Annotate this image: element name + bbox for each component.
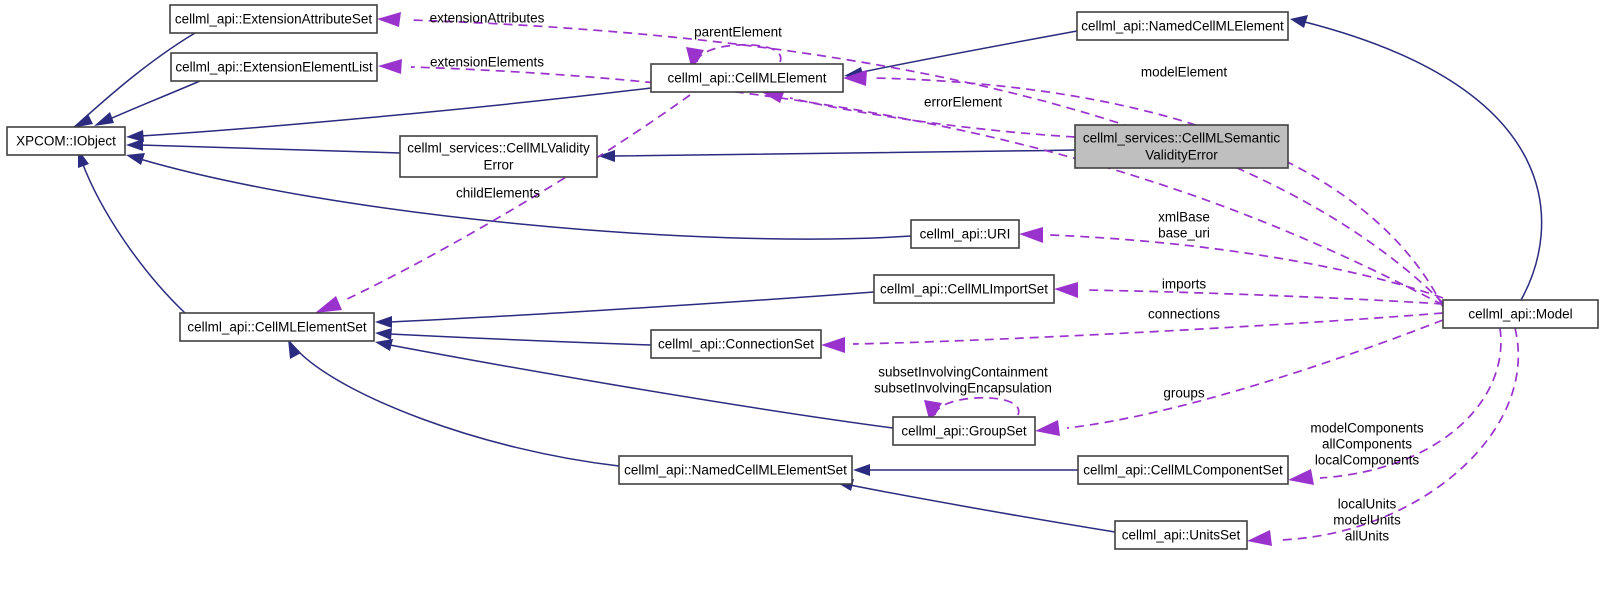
edge-label-xml-base: xmlBase xyxy=(1158,210,1210,225)
edge-named-cellml-element-to-cellml-element xyxy=(844,30,1078,79)
edge-label-base-uri: base_uri xyxy=(1158,226,1210,241)
node-cellml-element-set[interactable]: cellml_api::CellMLElementSet xyxy=(179,312,375,342)
node-label-extension-attribute-set: cellml_api::ExtensionAttributeSet xyxy=(175,12,373,27)
node-label-cellml-import-set: cellml_api::CellMLImportSet xyxy=(880,282,1048,297)
edge-units-set-to-named-cellml-element-set xyxy=(836,479,1116,533)
edge-label-error-element: errorElement xyxy=(924,95,1002,110)
nodes: cellml_api::ExtensionAttributeSet cellml… xyxy=(6,4,1599,550)
edge-semantic-validity-error-to-validity-error xyxy=(598,149,1076,162)
node-cellml-semantic-validity-error[interactable]: cellml_services::CellMLSemantic Validity… xyxy=(1074,124,1289,169)
edge-label-all-components: allComponents xyxy=(1322,437,1412,452)
edge-usage-components xyxy=(1288,327,1502,485)
edge-label-parent-element: parentElement xyxy=(694,25,782,40)
edge-label-imports: imports xyxy=(1162,277,1207,292)
edge-cellml-component-set-to-named-cellml-element-set xyxy=(853,464,1078,476)
node-uri[interactable]: cellml_api::URI xyxy=(910,219,1020,249)
node-label-named-cellml-element-set: cellml_api::NamedCellMLElementSet xyxy=(624,463,847,478)
edge-label-extension-attributes: extensionAttributes xyxy=(430,11,545,26)
edge-label-local-units: localUnits xyxy=(1338,497,1397,512)
node-label-named-cellml-element: cellml_api::NamedCellMLElement xyxy=(1081,19,1284,34)
node-label-units-set: cellml_api::UnitsSet xyxy=(1122,528,1241,543)
node-label-cellml-validity-error-line1: cellml_services::CellMLValidity xyxy=(407,141,590,156)
edge-label-connections: connections xyxy=(1148,307,1220,322)
node-connection-set[interactable]: cellml_api::ConnectionSet xyxy=(650,329,822,359)
edge-labels: extensionAttributes parentElement extens… xyxy=(430,11,1424,544)
node-label-cellml-validity-error-line2: Error xyxy=(484,158,515,173)
edge-label-model-element: modelElement xyxy=(1141,65,1228,80)
node-label-extension-element-list: cellml_api::ExtensionElementList xyxy=(175,60,373,75)
edge-usage-groups xyxy=(1035,319,1444,436)
edge-usage-extension-attributes xyxy=(377,12,1444,304)
edge-cellml-validity-error-to-iobject xyxy=(126,139,401,154)
node-label-xpcom-iobject: XPCOM::IObject xyxy=(16,134,116,149)
edge-label-all-units: allUnits xyxy=(1345,529,1390,544)
edge-usage-imports xyxy=(1054,282,1444,305)
node-named-cellml-element[interactable]: cellml_api::NamedCellMLElement xyxy=(1076,11,1289,41)
node-label-cellml-element: cellml_api::CellMLElement xyxy=(667,71,826,86)
node-cellml-component-set[interactable]: cellml_api::CellMLComponentSet xyxy=(1077,455,1289,485)
node-label-group-set: cellml_api::GroupSet xyxy=(901,424,1027,439)
node-model[interactable]: cellml_api::Model xyxy=(1442,299,1599,329)
edge-connection-set-to-cellml-element-set xyxy=(375,328,652,346)
node-label-uri: cellml_api::URI xyxy=(920,227,1011,242)
edge-usage-extension-elements xyxy=(378,59,1444,306)
edge-label-extension-elements: extensionElements xyxy=(430,55,544,70)
node-xpcom-iobject[interactable]: XPCOM::IObject xyxy=(6,126,126,156)
node-named-cellml-element-set[interactable]: cellml_api::NamedCellMLElementSet xyxy=(618,455,853,485)
node-group-set[interactable]: cellml_api::GroupSet xyxy=(892,416,1036,446)
node-extension-attribute-set[interactable]: cellml_api::ExtensionAttributeSet xyxy=(169,4,378,34)
node-cellml-validity-error[interactable]: cellml_services::CellMLValidity Error xyxy=(399,135,598,178)
node-label-cellml-semantic-validity-error-line2: ValidityError xyxy=(1145,148,1218,163)
edge-uri-to-iobject xyxy=(126,153,912,240)
edge-usage-error-element xyxy=(760,87,1076,138)
edge-cellml-element-to-iobject xyxy=(126,87,652,142)
edge-model-to-named-cellml-element xyxy=(1290,15,1543,301)
edge-usage-connections xyxy=(821,312,1444,353)
edge-usage-units xyxy=(1247,327,1520,546)
edge-usage-child-elements xyxy=(315,94,691,313)
edge-extension-element-list-to-iobject xyxy=(94,80,201,126)
node-label-cellml-component-set: cellml_api::CellMLComponentSet xyxy=(1083,463,1283,478)
edge-label-groups: groups xyxy=(1163,386,1205,401)
edge-label-model-units: modelUnits xyxy=(1333,513,1401,528)
node-label-connection-set: cellml_api::ConnectionSet xyxy=(658,337,814,352)
edge-named-cellml-element-set-to-cellml-element-set xyxy=(288,339,620,467)
edge-label-child-elements: childElements xyxy=(456,186,540,201)
edge-label-subset-involving-containment: subsetInvolvingContainment xyxy=(878,365,1048,380)
edge-usage-model-element xyxy=(843,70,1444,308)
edge-usage-xml-base xyxy=(1019,227,1444,299)
edge-label-subset-involving-encapsulation: subsetInvolvingEncapsulation xyxy=(874,381,1052,396)
node-label-cellml-semantic-validity-error-line1: cellml_services::CellMLSemantic xyxy=(1083,131,1281,146)
edge-extension-attribute-set-to-iobject xyxy=(72,32,196,128)
edge-label-local-components: localComponents xyxy=(1315,453,1420,468)
edge-cellml-element-set-to-iobject xyxy=(78,149,186,314)
edge-cellml-import-set-to-cellml-element-set xyxy=(375,291,875,328)
node-extension-element-list[interactable]: cellml_api::ExtensionElementList xyxy=(170,52,378,82)
node-cellml-element[interactable]: cellml_api::CellMLElement xyxy=(650,63,844,93)
edge-label-model-components: modelComponents xyxy=(1310,421,1424,436)
node-label-model: cellml_api::Model xyxy=(1468,307,1572,322)
node-units-set[interactable]: cellml_api::UnitsSet xyxy=(1114,520,1248,550)
node-cellml-import-set[interactable]: cellml_api::CellMLImportSet xyxy=(873,274,1055,304)
edge-group-set-to-cellml-element-set xyxy=(375,339,894,429)
node-label-cellml-element-set: cellml_api::CellMLElementSet xyxy=(187,320,367,335)
